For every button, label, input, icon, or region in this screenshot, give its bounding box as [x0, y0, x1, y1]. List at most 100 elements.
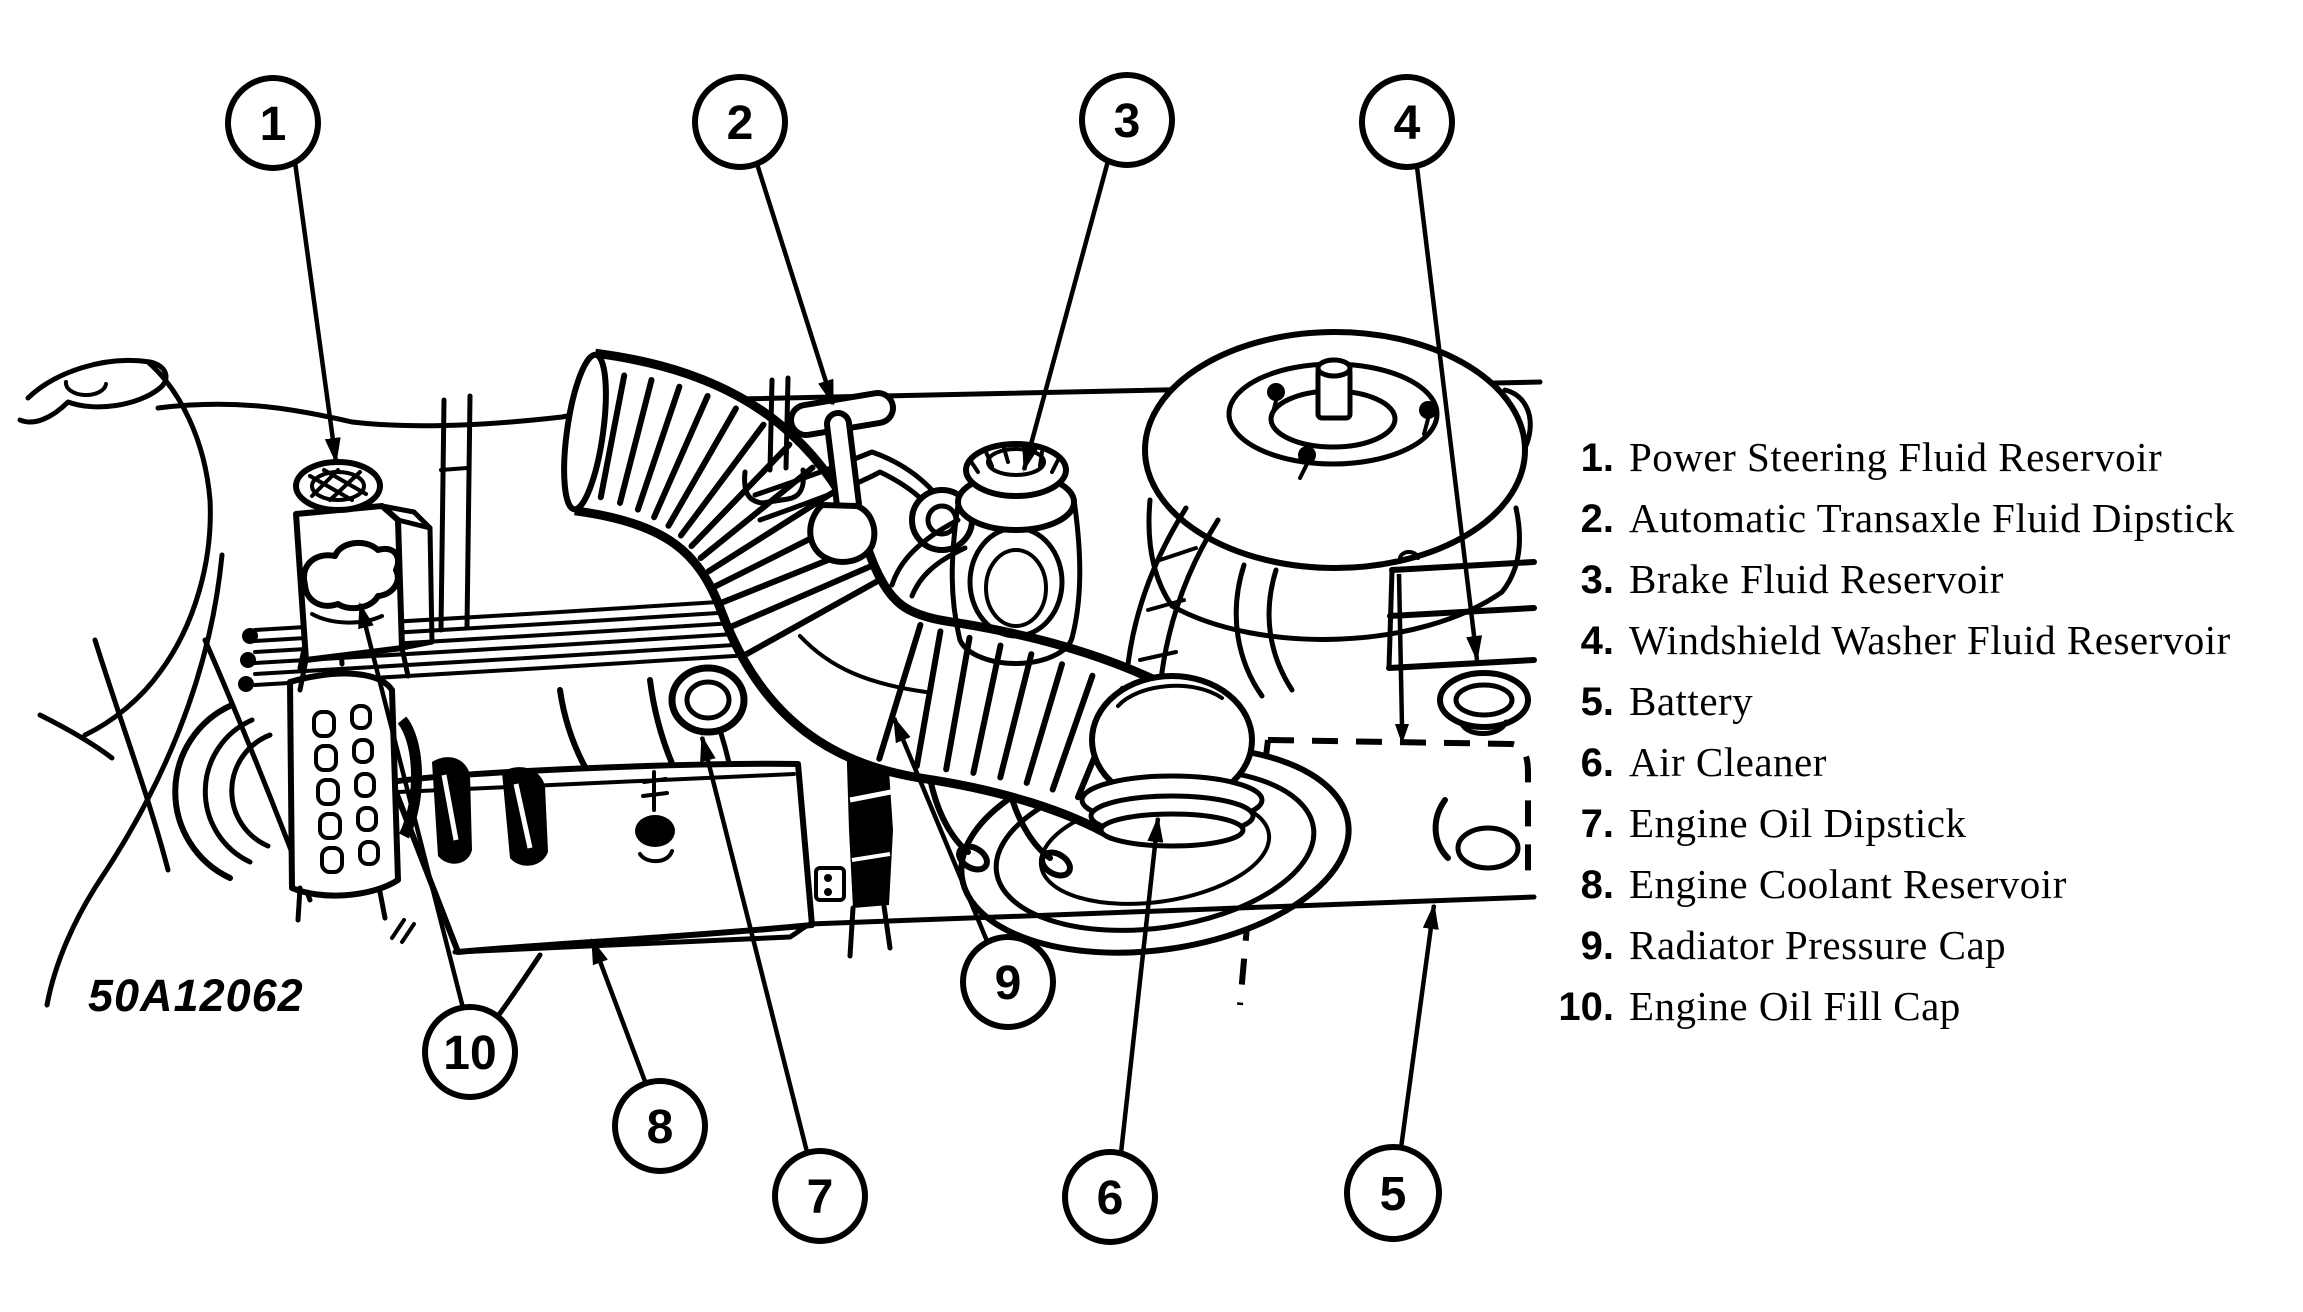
alt-slot: [354, 772, 376, 798]
loom-boot-b: [240, 652, 256, 668]
callout-9-number: 9: [995, 957, 1022, 1010]
ps-reservoir-drawing: [293, 393, 473, 693]
legend-item-4: 4.Windshield Washer Fluid Reservoir: [1548, 616, 2235, 677]
legend-item-3-label: Brake Fluid Reservoir: [1629, 556, 2004, 602]
front-edge-right: [807, 894, 1537, 927]
oil-cap-shadow: [310, 612, 384, 625]
legend-item-8-number: 8.: [1580, 863, 1614, 907]
hose-rib: [726, 562, 876, 631]
strut-bolt-3-tail: [1422, 417, 1430, 436]
leader-8: [589, 938, 649, 1085]
callout-1: 1: [225, 75, 321, 171]
legend-item-5: 5.Battery: [1548, 677, 2235, 738]
plug-wire-3-boot: [956, 843, 990, 873]
fender-squiggle: [17, 357, 169, 425]
legend-item-8-label: Engine Coolant Reservoir: [1629, 861, 2067, 907]
front-edge-drawing: [390, 894, 1537, 1019]
transaxle-dipstick-drawing: [742, 375, 896, 565]
strut-arm-a: [1123, 505, 1189, 688]
legend-item-7-number: 7.: [1580, 802, 1614, 846]
battery-left-edge: [1386, 567, 1395, 671]
legend-item-1-label: Power Steering Fluid Reservoir: [1629, 434, 2163, 480]
hose-rib: [634, 383, 683, 513]
callout-6-number: 6: [1097, 1172, 1124, 1225]
battery-drawing: [1386, 549, 1537, 744]
t-stem-fill: [830, 416, 856, 513]
alt-slot: [358, 840, 380, 866]
callout-10: 10: [422, 1004, 518, 1100]
hose-rib: [913, 628, 944, 770]
callout-4-circle: [1359, 74, 1455, 170]
washer-cap-inner: [1453, 682, 1515, 718]
hose-rib: [688, 441, 793, 550]
legend-item-2-label: Automatic Transaxle Fluid Dipstick: [1629, 495, 2235, 541]
strut-skirt-right: [1499, 505, 1523, 595]
legend-item-7-label: Engine Oil Dipstick: [1629, 800, 1967, 846]
part-code: 50A12062: [88, 970, 304, 1021]
legend-item-10: 10.Engine Oil Fill Cap: [1548, 982, 2235, 1043]
callout-7-circle: [772, 1148, 868, 1244]
hose-rib: [705, 489, 836, 575]
callout-2-circle: [692, 74, 788, 170]
ps-foot-2: [399, 645, 411, 679]
ps-cap-hatch: [308, 468, 368, 502]
neck-bracket-dot2: [824, 888, 832, 896]
mount-blob-1-hl: [441, 774, 459, 841]
front-edge-left: [452, 934, 793, 955]
alt-slot: [350, 704, 372, 730]
strut-arm-rung1: [1158, 546, 1198, 562]
callout-3-number: 3: [1114, 95, 1141, 148]
strut-bolt-2-tail: [1298, 462, 1309, 480]
alt-slot: [314, 744, 338, 772]
alt-foot-1: [295, 885, 303, 923]
washer-cap-neck: [1459, 719, 1509, 736]
legend: 1. Power Steering Fluid Reservoir 2. Autom…: [1548, 433, 2235, 1043]
reservoir-dashed-outline: [1237, 737, 1531, 1006]
callout-5-circle: [1344, 1144, 1442, 1242]
washer-cap-drawing: [1437, 670, 1531, 736]
hatch-mark-1: [390, 918, 406, 940]
strut-tower-drawing: [1123, 329, 1528, 699]
callout-4-number: 4: [1394, 97, 1421, 150]
brake-label-ring2: [984, 548, 1048, 628]
reservoir-curl: [1432, 797, 1451, 861]
brake-body-bottom: [957, 635, 1075, 666]
alt-body: [287, 670, 401, 899]
callout-1-number: 1: [260, 98, 287, 151]
callout-2: 2: [692, 74, 788, 170]
neck-leg-2: [881, 903, 893, 951]
leader-10: [357, 602, 466, 1009]
hose-rib: [1023, 661, 1065, 786]
oil-fill-cap-drawing: [301, 539, 402, 625]
hose-rib: [943, 634, 973, 773]
ps-foot-1: [297, 657, 309, 693]
engine-mount-drawing: [432, 757, 548, 866]
dipstick-ring-inner: [684, 679, 732, 721]
strut-bolt-2: [1298, 446, 1316, 464]
callout-9: 9: [960, 934, 1056, 1030]
brake-body-right: [1069, 497, 1083, 641]
panel-pin-bar2: [641, 791, 669, 798]
callout-7-number: 7: [807, 1171, 834, 1224]
callout-6: 6: [1062, 1149, 1158, 1245]
fender-lower-curve2: [92, 637, 171, 873]
loom-line-5: [253, 642, 752, 676]
legend-item-2-number: 2.: [1580, 497, 1614, 541]
alt-slot: [318, 812, 342, 840]
alt-vent-slots: [312, 704, 380, 874]
alt-pulley-arc1: [172, 702, 235, 881]
hose-rib: [677, 421, 767, 539]
legend-item-1-number: 1.: [1580, 436, 1614, 480]
leader-3: [1021, 160, 1111, 472]
brake-arm-1: [889, 517, 961, 588]
alt-pulley-arc2: [202, 717, 255, 865]
fender-lower-curve1: [37, 712, 115, 761]
leader-4: [1414, 166, 1483, 662]
hose-rib: [665, 405, 739, 529]
callout-6-circle: [1062, 1149, 1158, 1245]
callout-3: 3: [1079, 72, 1175, 168]
legend-item-3: 3.Brake Fluid Reservoir: [1548, 555, 2235, 616]
cowl-post-foot: [742, 467, 806, 506]
